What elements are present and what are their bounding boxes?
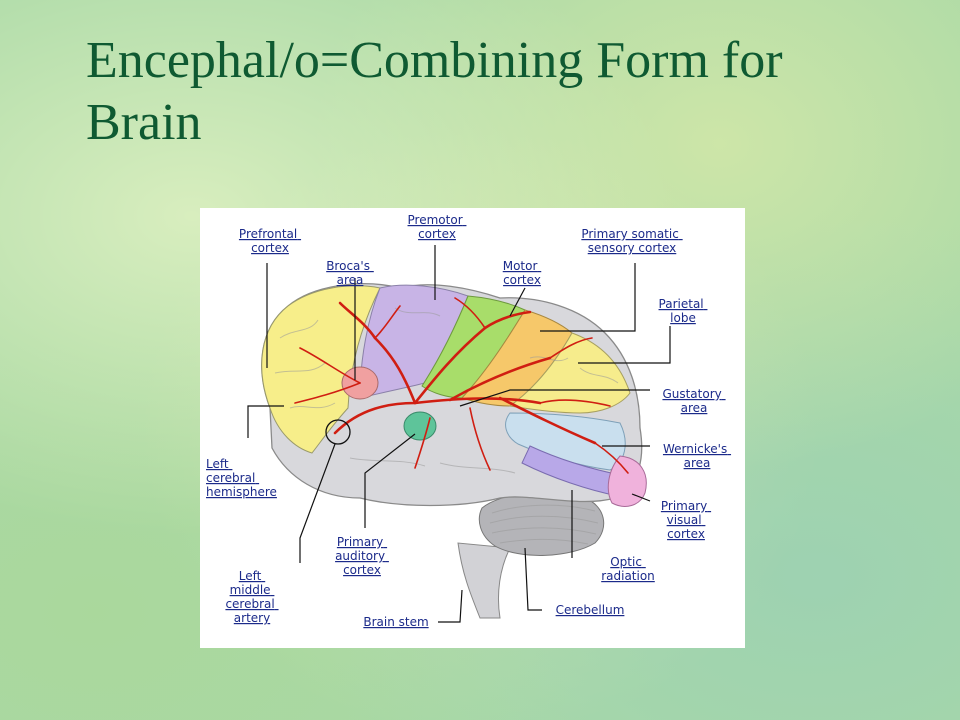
label-brain-stem: Brain stem — [363, 615, 428, 629]
brain-illustration: Prefrontal cortex Premotor cortex Primar… — [206, 213, 731, 629]
wernickes-area-region — [505, 412, 626, 471]
label-premotor-cortex: Premotor cortex — [408, 213, 467, 241]
label-prefrontal-cortex: Prefrontal cortex — [239, 227, 301, 255]
primary-visual-cortex-region — [607, 455, 647, 507]
parietal-lobe-region — [508, 332, 631, 414]
label-parietal-lobe: Parietal lobe — [659, 297, 708, 325]
label-cerebellum: Cerebellum — [556, 603, 625, 617]
label-primary-visual-cortex: Primary visual cortex — [661, 499, 711, 541]
label-primary-auditory-cortex: Primary auditory cortex — [335, 535, 389, 577]
label-optic-radiation: Optic radiation — [601, 555, 655, 583]
middle-cerebral-artery — [294, 297, 629, 474]
slide-title: Encephal/o=Combining Form for Brain — [86, 32, 783, 151]
label-motor-cortex: Motor cortex — [503, 259, 542, 287]
label-left-middle-cerebral-artery: Left middle cerebral artery — [225, 569, 278, 625]
prefrontal-cortex-region — [261, 285, 381, 454]
label-primary-somatic-sensory-cortex: Primary somatic sensory cortex — [581, 227, 682, 255]
label-wernickes-area: Wernicke's area — [663, 442, 731, 470]
label-brocas-area: Broca's area — [326, 259, 374, 287]
label-gustatory-area: Gustatory area — [662, 387, 725, 415]
brain-stem-region — [457, 542, 511, 619]
brain-diagram: Prefrontal cortex Premotor cortex Primar… — [200, 208, 745, 648]
artery-origin-marker — [325, 419, 351, 445]
label-left-cerebral-hemisphere: Left cerebral hemisphere — [206, 457, 277, 499]
primary-auditory-cortex-region — [403, 411, 437, 441]
